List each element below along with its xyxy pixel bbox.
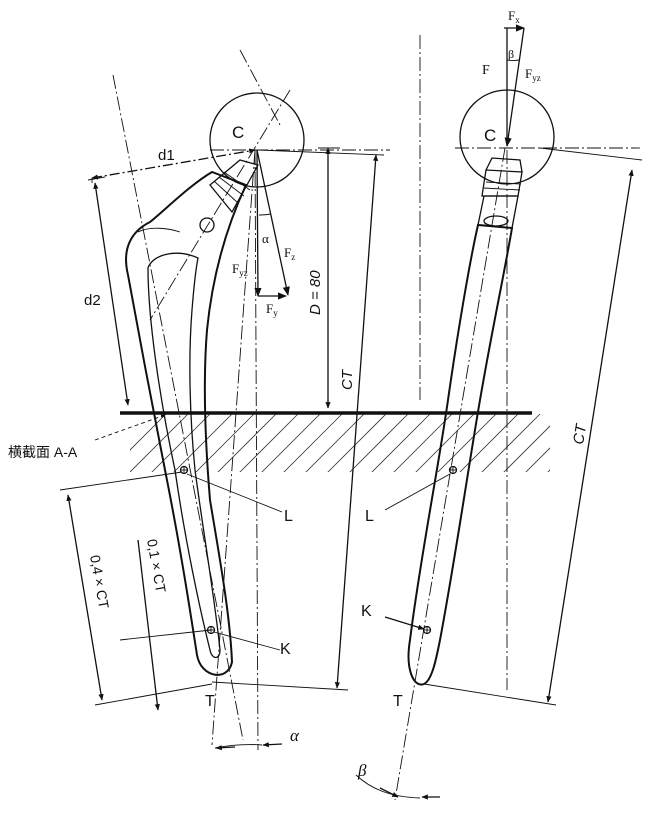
labels: C d1 d2 α Fz Fyz Fy D = 80 CT 横截面 A-A L … [8,8,590,780]
fyz-label-right: Fyz [525,66,541,83]
t-label-left: T [205,693,215,710]
hatch-line [437,414,497,472]
ct-dimension-right [546,169,634,703]
center-label-left: C [232,123,244,142]
beta-label-top: β [508,47,514,61]
center-label-right: C [484,126,496,145]
hatch-line [217,414,277,472]
l-label-left: L [284,508,293,525]
ct-label-left: CT [339,368,356,390]
dim-01ct-line [137,539,160,711]
hatch-line [173,414,233,472]
beta-label-bottom: β [357,761,367,780]
hatch-line [584,414,648,480]
fy-label: Fy [266,301,278,318]
d2-dimension [93,182,130,406]
ct-label-right: CT [570,421,590,445]
hatch-line [503,425,550,472]
d1-dimension [91,148,256,180]
neck-centerline [149,89,291,321]
ct-dimension-left [334,154,379,689]
hatch-line [239,414,299,472]
hatch-line [130,414,189,472]
load-vertical-line [254,149,259,751]
hatch-line [151,414,211,472]
dim-04ct-line [66,494,104,701]
hatch-line [195,414,255,472]
section-leader [94,414,166,441]
left-view [59,49,390,751]
dim-01ct-label: 0,1 × CT [144,538,169,594]
beta-arc-bottom [355,774,421,799]
hatch-line [459,414,519,472]
f-vector-right [504,27,525,147]
hatch-line [371,414,431,472]
hatch-line [349,414,409,472]
hatch-line [283,414,343,472]
stem-inner-left [147,252,221,659]
t-label-right: T [393,693,403,710]
alpha-label-top: α [262,231,269,246]
k-label-right: K [361,603,372,620]
fz-label: Fz [284,245,295,262]
alpha-arc-top [258,213,272,216]
fyz-label-left: Fyz [232,261,248,278]
hatch-line [261,414,321,472]
k-leader-left [213,631,281,651]
d-dimension-label: D = 80 [307,270,324,315]
d1-label: d1 [158,147,175,164]
stem-outer-left [125,170,248,676]
fyz-vector-left [254,149,262,297]
neck-right [477,195,519,229]
d2-label: d2 [84,292,101,309]
section-label: 横截面 A-A [8,444,78,460]
l-leader-left [186,473,283,513]
fx-label: Fx [508,8,520,25]
neck-axis-line [239,49,281,126]
stem-hole-left [199,217,215,233]
k-leader-right [384,616,425,630]
left-axis-line [112,74,244,741]
l-leader-right [384,473,451,511]
hatch-line [525,447,550,472]
fz-vector-left [256,149,290,296]
hatch-line [562,414,628,480]
dim-04ct-label: 0,4 × CT [87,554,112,610]
stem-hole-right [483,215,509,227]
l-label-right: L [365,508,374,525]
stem-outer-right [407,223,514,686]
right-view [355,24,643,801]
hatch-line [393,414,453,472]
hatch-line [130,414,167,451]
alpha-label-bottom: α [290,726,300,745]
f-label-right: F [482,63,490,78]
k-label-left: K [280,641,291,658]
